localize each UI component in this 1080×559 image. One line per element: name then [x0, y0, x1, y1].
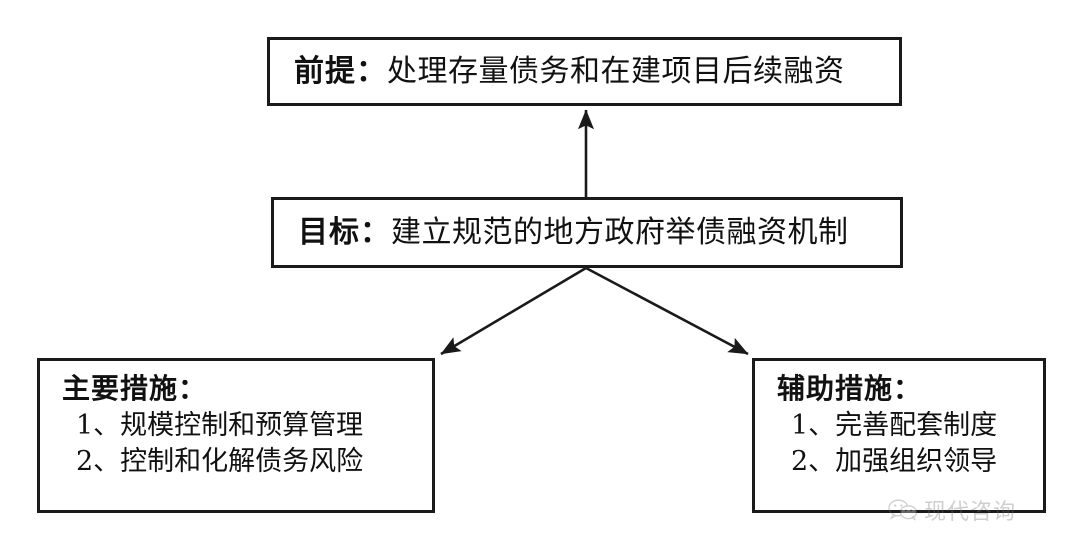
- arrow-goal-to-main-measures: [440, 266, 587, 356]
- node-main-measures: 主要措施： 1、规模控制和预算管理 2、控制和化解债务风险: [37, 358, 435, 513]
- premise-text: 前提：处理存量债务和在建项目后续融资: [294, 54, 845, 90]
- main-measures-list: 1、规模控制和预算管理 2、控制和化解债务风险: [62, 408, 432, 481]
- list-item: 1、规模控制和预算管理: [76, 410, 364, 441]
- node-goal: 目标：建立规范的地方政府举债融资机制: [271, 197, 903, 268]
- list-item: 1、完善配套制度: [791, 410, 998, 441]
- node-premise: 前提：处理存量债务和在建项目后续融资: [267, 37, 902, 106]
- goal-text: 目标：建立规范的地方政府举债融资机制: [298, 215, 849, 251]
- list-item: 2、控制和化解债务风险: [76, 446, 364, 478]
- goal-label: 目标：: [298, 214, 391, 250]
- premise-label: 前提：: [294, 53, 387, 89]
- aux-measures-list: 1、完善配套制度 2、加强组织领导: [777, 408, 1043, 481]
- node-aux-measures: 辅助措施： 1、完善配套制度 2、加强组织领导: [752, 358, 1046, 513]
- list-item: 2、加强组织领导: [791, 446, 998, 478]
- goal-body: 建立规范的地方政府举债融资机制: [391, 214, 849, 250]
- premise-body: 处理存量债务和在建项目后续融资: [387, 53, 845, 89]
- aux-measures-title: 辅助措施：: [777, 372, 923, 405]
- arrow-goal-to-aux-measures: [585, 266, 749, 356]
- main-measures-title: 主要措施：: [62, 372, 208, 405]
